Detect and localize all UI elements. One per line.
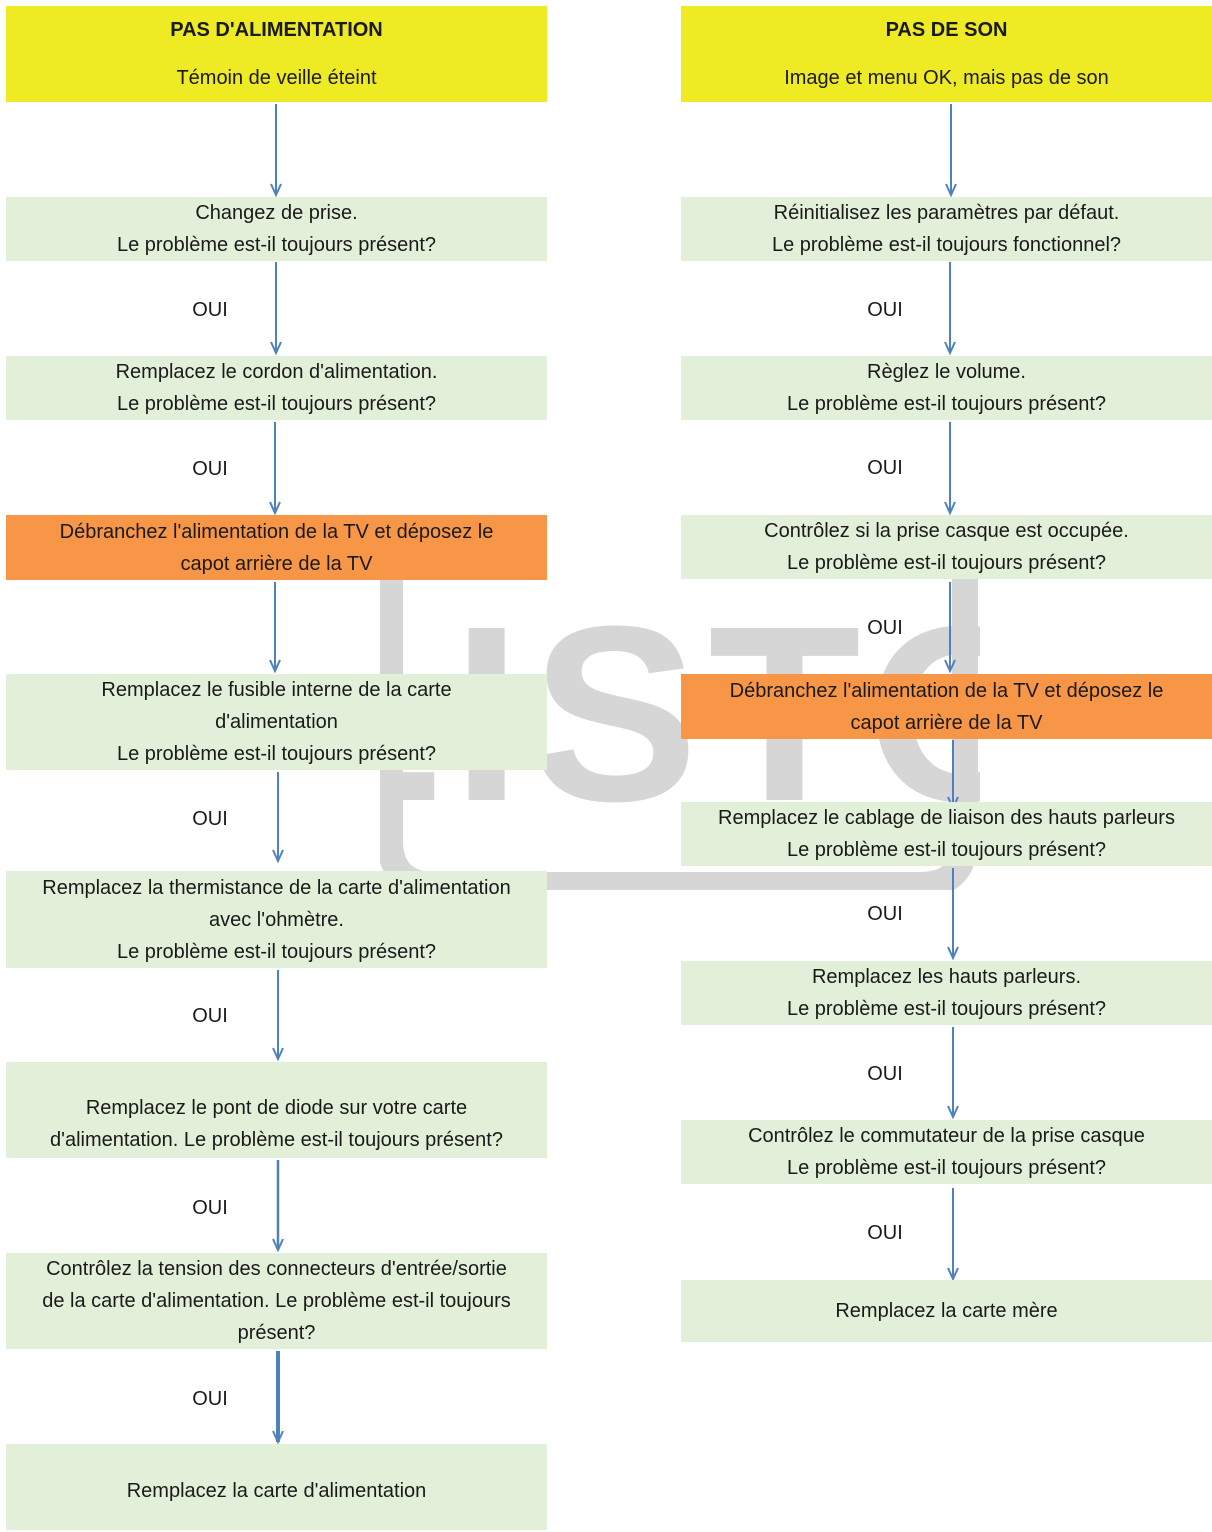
- step-line: Le problème est-il toujours présent?: [116, 743, 437, 765]
- step-line: Le problème est-il toujours présent?: [786, 552, 1107, 574]
- step-line: Remplacez le cordon d'alimentation.: [115, 361, 438, 383]
- step-line: Règlez le volume.: [867, 361, 1026, 383]
- step-line: Le problème est-il toujours présent?: [786, 998, 1107, 1020]
- left-step-5: Remplacez la thermistance de la carte d'…: [6, 871, 547, 968]
- step-line: Le problème est-il toujours fonctionnel?: [771, 234, 1122, 256]
- right-step-8-final: Remplacez la carte mère: [681, 1280, 1212, 1342]
- step-line: présent?: [237, 1322, 316, 1344]
- right-step-1: Réinitialisez les paramètres par défaut.…: [681, 197, 1212, 261]
- yes-label: OUI: [867, 903, 903, 925]
- yes-label: OUI: [192, 1388, 228, 1410]
- step-line: Remplacez le fusible interne de la carte: [101, 679, 452, 701]
- left-step-8-final: Remplacez la carte d'alimentation: [6, 1444, 547, 1530]
- left-step-6: Remplacez le pont de diode sur votre car…: [6, 1062, 547, 1158]
- step-line: Le problème est-il toujours présent?: [116, 393, 437, 415]
- step-line: Remplacez le cablage de liaison des haut…: [718, 807, 1175, 829]
- step-line: capot arrière de la TV: [850, 711, 1043, 734]
- step-line: Remplacez la carte d'alimentation: [126, 1480, 427, 1502]
- left-step-2: Remplacez le cordon d'alimentation. Le p…: [6, 356, 547, 420]
- right-step-4-unplug: Débranchez l'alimentation de la TV et dé…: [681, 674, 1212, 739]
- step-line: Contrôlez le commutateur de la prise cas…: [748, 1125, 1145, 1147]
- yes-label: OUI: [867, 457, 903, 479]
- step-line: avec l'ohmètre.: [209, 908, 344, 931]
- step-line: d'alimentation: [215, 711, 338, 733]
- left-header-subtitle: Témoin de veille éteint: [176, 67, 377, 89]
- right-header-title: PAS DE SON: [885, 19, 1008, 41]
- left-step-1: Changez de prise. Le problème est-il tou…: [6, 197, 547, 261]
- step-line: Débranchez l'alimentation de la TV et dé…: [59, 520, 494, 543]
- yes-label: OUI: [192, 808, 228, 830]
- left-step-3-unplug: Débranchez l'alimentation de la TV et dé…: [6, 515, 547, 580]
- right-step-5: Remplacez le cablage de liaison des haut…: [681, 802, 1212, 866]
- left-header-title: PAS D'ALIMENTATION: [170, 19, 383, 41]
- step-line: capot arrière de la TV: [180, 552, 373, 575]
- yes-label: OUI: [192, 458, 228, 480]
- step-line: de la carte d'alimentation. Le problème …: [42, 1290, 511, 1312]
- step-line: Remplacez le pont de diode sur votre car…: [85, 1097, 468, 1119]
- step-line: Le problème est-il toujours présent?: [116, 940, 437, 963]
- yes-label: OUI: [192, 1197, 228, 1219]
- step-line: Débranchez l'alimentation de la TV et dé…: [729, 679, 1164, 702]
- step-line: Le problème est-il toujours présent?: [786, 839, 1107, 861]
- yes-label: OUI: [192, 299, 228, 321]
- step-line: Remplacez les hauts parleurs.: [811, 966, 1081, 988]
- step-line: Contrôlez la tension des connecteurs d'e…: [46, 1258, 507, 1280]
- left-header: PAS D'ALIMENTATION Témoin de veille étei…: [6, 6, 547, 102]
- step-line: d'alimentation. Le problème est-il toujo…: [50, 1129, 503, 1151]
- right-header-subtitle: Image et menu OK, mais pas de son: [784, 67, 1109, 89]
- right-step-2: Règlez le volume. Le problème est-il tou…: [681, 356, 1212, 420]
- yes-label: OUI: [867, 617, 903, 639]
- right-header: PAS DE SON Image et menu OK, mais pas de…: [681, 6, 1212, 102]
- step-line: Réinitialisez les paramètres par défaut.: [773, 202, 1120, 224]
- right-step-6: Remplacez les hauts parleurs. Le problèm…: [681, 961, 1212, 1025]
- step-line: Contrôlez si la prise casque est occupée…: [764, 520, 1129, 542]
- right-step-7: Contrôlez le commutateur de la prise cas…: [681, 1120, 1212, 1184]
- step-line: Le problème est-il toujours présent?: [786, 393, 1107, 415]
- left-step-4: Remplacez le fusible interne de la carte…: [6, 674, 547, 770]
- step-line: Remplacez la carte mère: [835, 1300, 1058, 1322]
- step-line: Le problème est-il toujours présent?: [116, 234, 437, 256]
- step-line: Remplacez la thermistance de la carte d'…: [42, 876, 511, 899]
- yes-label: OUI: [867, 299, 903, 321]
- left-step-7: Contrôlez la tension des connecteurs d'e…: [6, 1253, 547, 1349]
- right-step-3: Contrôlez si la prise casque est occupée…: [681, 515, 1212, 579]
- yes-label: OUI: [867, 1063, 903, 1085]
- yes-label: OUI: [192, 1005, 228, 1027]
- step-line: Le problème est-il toujours présent?: [786, 1157, 1107, 1179]
- yes-label: OUI: [867, 1222, 903, 1244]
- step-line: Changez de prise.: [195, 202, 358, 224]
